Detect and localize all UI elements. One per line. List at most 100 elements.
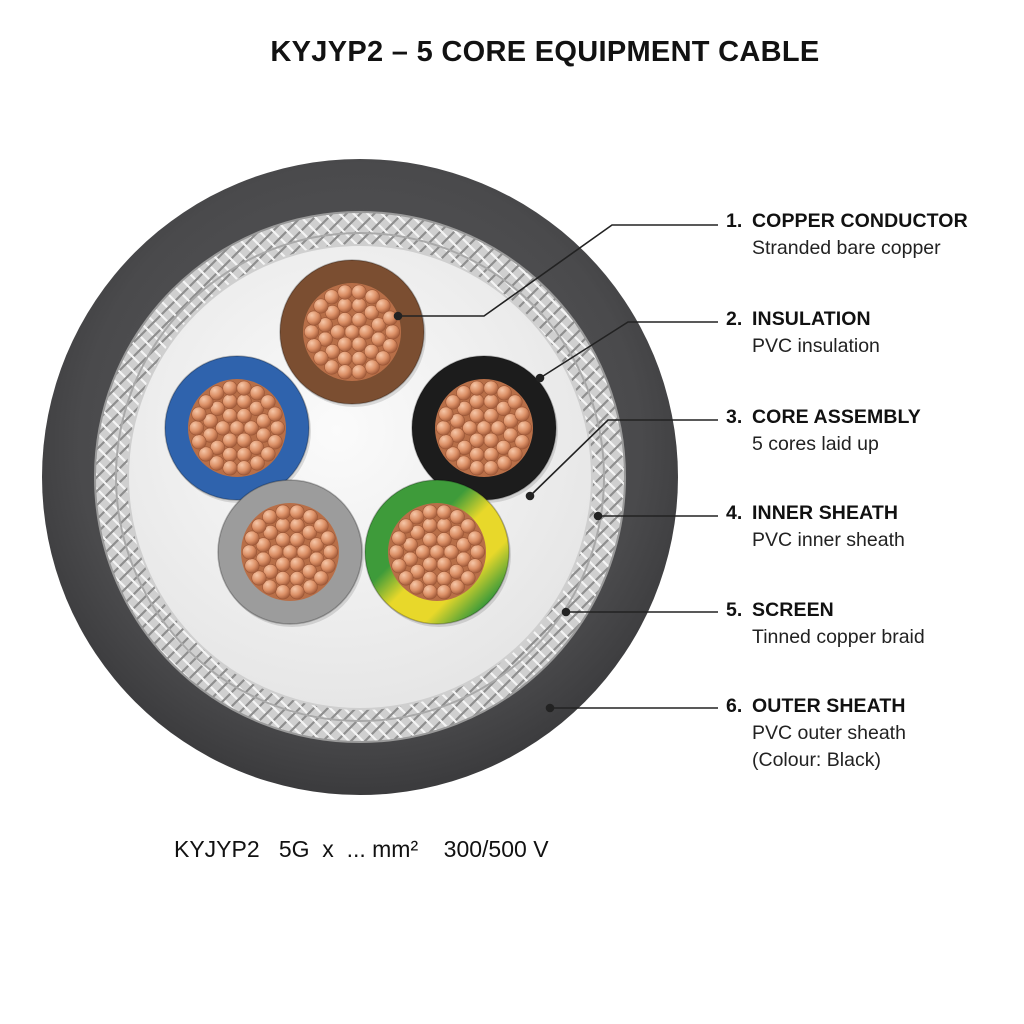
copper-strand (222, 432, 238, 448)
copper-strand (267, 406, 283, 422)
copper-strand (260, 394, 276, 410)
copper-strand (337, 364, 353, 380)
copper-strand (302, 524, 318, 540)
copper-strand (516, 420, 532, 436)
copper-strand (456, 385, 472, 401)
label-number: 6. (726, 695, 743, 717)
copper-strand (262, 579, 278, 595)
copper-strand (449, 509, 465, 525)
leader-copper-conductor (398, 224, 718, 317)
copper-strand (236, 380, 252, 396)
copper-strand (371, 317, 387, 333)
copper-strand (289, 532, 305, 548)
copper-strand (275, 504, 291, 520)
copper-strand (456, 455, 472, 471)
copper-strand (391, 530, 407, 546)
copper-strand (436, 504, 452, 520)
copper-strand (496, 385, 512, 401)
label-number: 3. (726, 406, 743, 428)
leader-core-assembly (529, 419, 718, 497)
copper-strand (275, 532, 291, 548)
copper-strand (330, 324, 346, 340)
label-copper-conductor: 1.COPPER CONDUCTOR Stranded bare copper (726, 208, 1016, 262)
copper-strand (302, 579, 318, 595)
copper-strand (191, 406, 207, 422)
copper-strand (409, 509, 425, 525)
copper-strand (436, 556, 452, 572)
copper-strand (202, 413, 218, 429)
copper-strand (375, 298, 391, 314)
copper-strand (313, 570, 329, 586)
copper-strand (422, 556, 438, 572)
copper-strand (256, 413, 272, 429)
label-number: 5. (726, 599, 743, 621)
copper-strand (275, 571, 291, 587)
copper-strand (483, 447, 499, 463)
leader-dot-insulation (535, 373, 545, 383)
copper-strand (483, 408, 499, 424)
spec-cores: 5G x ... mm² (278, 836, 419, 862)
copper-strand (282, 544, 298, 560)
copper-strand (275, 584, 291, 600)
copper-strand (449, 524, 465, 540)
copper-strand (229, 420, 245, 436)
copper-strand (364, 359, 380, 375)
copper-strand (236, 432, 252, 448)
copper-strand (236, 447, 252, 463)
copper-strand (249, 385, 265, 401)
copper-strand (236, 393, 252, 409)
copper-strand (436, 532, 452, 548)
copper-strand (483, 380, 499, 396)
copper-strand (398, 570, 414, 586)
copper-strand (469, 408, 485, 424)
copper-strand (456, 537, 472, 553)
copper-strand (317, 317, 333, 333)
copper-strand (306, 310, 322, 326)
spec-voltage: 300/500 V (443, 836, 549, 862)
copper-strand (364, 289, 380, 305)
copper-strand (337, 336, 353, 352)
copper-strand (269, 420, 285, 436)
copper-strand (449, 564, 465, 580)
label-outer-sheath: 6.OUTER SHEATH PVC outer sheath (Colour:… (726, 693, 1016, 774)
label-core-assembly: 3.CORE ASSEMBLY 5 cores laid up (726, 404, 1016, 458)
copper-strand (445, 446, 461, 462)
copper-strand (209, 455, 225, 471)
label-description: PVC insulation (752, 335, 880, 357)
copper-strand (244, 530, 260, 546)
copper-strand (289, 584, 305, 600)
leader-dot-copper (393, 311, 403, 321)
copper-strand (469, 460, 485, 476)
copper-strand (337, 351, 353, 367)
grey-core (217, 479, 364, 627)
copper-strand (476, 420, 492, 436)
copper-strand (351, 336, 367, 352)
copper-strand (435, 420, 451, 436)
copper-strand (409, 524, 425, 540)
copper-strand (496, 400, 512, 416)
core-assembly (164, 259, 558, 627)
copper-strand (507, 446, 523, 462)
copper-strand (309, 537, 325, 553)
copper-strand (388, 544, 404, 560)
copper-strand (324, 344, 340, 360)
copper-strand (422, 517, 438, 533)
copper-strand (289, 556, 305, 572)
copper-strand (436, 571, 452, 587)
spec-type: KYJYP2 (174, 836, 260, 862)
black-core (411, 355, 558, 503)
copper-strand (384, 324, 400, 340)
copper-strand (275, 556, 291, 572)
leader-insulation (539, 321, 718, 379)
label-description-extra: (Colour: Black) (752, 749, 881, 771)
copper-strand (456, 400, 472, 416)
copper-strand (262, 564, 278, 580)
screen-inner-edge (115, 232, 605, 722)
copper-strand (422, 532, 438, 548)
copper-strand (375, 350, 391, 366)
copper-strand (469, 393, 485, 409)
copper-strand (267, 434, 283, 450)
copper-strand (462, 420, 478, 436)
copper-strand (351, 364, 367, 380)
copper-strand (351, 351, 367, 367)
